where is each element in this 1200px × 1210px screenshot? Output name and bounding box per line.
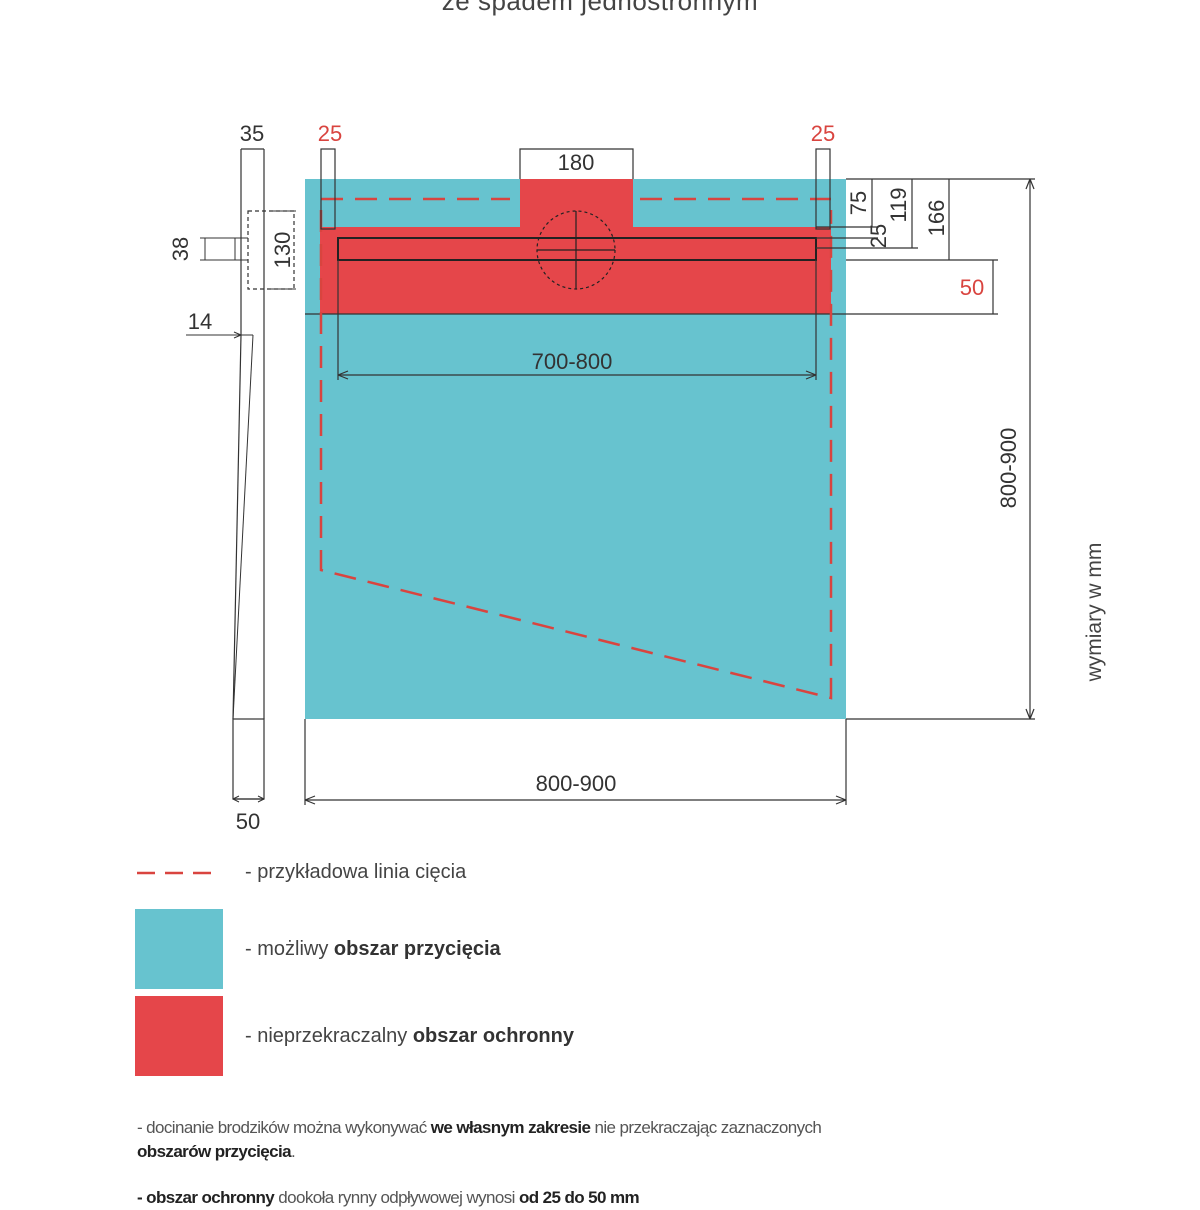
- dim-25-label: 25: [866, 224, 891, 248]
- page-title: ze spadem jednostronnym: [441, 0, 759, 16]
- side-130-label: 130: [270, 232, 295, 269]
- note2-a: - obszar ochronny: [137, 1188, 275, 1207]
- legend-protect-prefix: - nieprzekraczalny: [245, 1024, 413, 1047]
- protected-area-swatch: [135, 996, 223, 1076]
- dim-75-label: 75: [846, 191, 871, 215]
- right-25-label: 25: [811, 121, 835, 146]
- trim-area-swatch: [135, 909, 223, 989]
- outlet-bracket: [519, 148, 634, 179]
- side-38-label: 38: [168, 237, 193, 261]
- note2-b: dookoła rynny odpływowej wynosi: [274, 1188, 519, 1207]
- note1-c: nie przekraczając zaznaczonych: [590, 1118, 822, 1137]
- side-profile: 35 50 130 38 14: [168, 121, 296, 834]
- side-top-label: 35: [240, 121, 264, 146]
- dim-119-label: 119: [886, 187, 911, 222]
- note1-d: obszarów przycięcia: [137, 1142, 292, 1161]
- legend-trim-area: - możliwy obszar przycięcia: [135, 909, 501, 989]
- legend-protect-bold: obszar ochronny: [412, 1024, 574, 1047]
- note-trimming: - docinanie brodzików można wykonywać we…: [137, 1116, 1037, 1164]
- drain-length-arrows: [337, 370, 817, 380]
- example-cut-line-outline: [319, 210, 833, 700]
- note1-e: .: [290, 1142, 296, 1161]
- drain-channel: [337, 237, 817, 261]
- left-25-tab: [320, 148, 336, 230]
- left-25-label: 25: [318, 121, 342, 146]
- note2-c: od 25 do 50 mm: [518, 1188, 640, 1207]
- legend-trim-prefix: - możliwy: [245, 937, 334, 960]
- side-bottom-label: 50: [236, 809, 260, 834]
- technical-drawing: 25 25 180 700-800 75 25 119 166 50 800-9…: [168, 121, 1106, 834]
- legend-cut-line: - przykładowa linia cięcia: [135, 860, 466, 884]
- height-arrows: [1025, 178, 1035, 720]
- legend-trim-bold: obszar przycięcia: [333, 937, 501, 960]
- dim-50-label: 50: [960, 275, 984, 300]
- height-label: 800-900: [996, 428, 1021, 509]
- drain-length-label: 700-800: [532, 349, 613, 374]
- width-label: 800-900: [536, 771, 617, 796]
- legend-protect-text: - nieprzekraczalny obszar ochronny: [245, 1025, 574, 1048]
- note1-b: we własnym zakresie: [430, 1118, 591, 1137]
- side-14-label: 14: [188, 309, 212, 334]
- legend-trim-text: - możliwy obszar przycięcia: [245, 938, 501, 961]
- legend-cut-line-text: - przykładowa linia cięcia: [245, 860, 467, 883]
- note1-a: - docinanie brodzików można wykonywać: [137, 1118, 431, 1137]
- note-protected: - obszar ochronny dookoła rynny odpływow…: [137, 1186, 1037, 1210]
- legend-protected-area: - nieprzekraczalny obszar ochronny: [135, 996, 574, 1076]
- dim-166-label: 166: [924, 200, 949, 237]
- units-label: wymiary w mm: [1083, 543, 1106, 683]
- cut-line-sample: [137, 871, 221, 875]
- outlet-label: 180: [558, 150, 595, 175]
- right-25-tab: [815, 148, 831, 230]
- width-arrows: [304, 795, 847, 805]
